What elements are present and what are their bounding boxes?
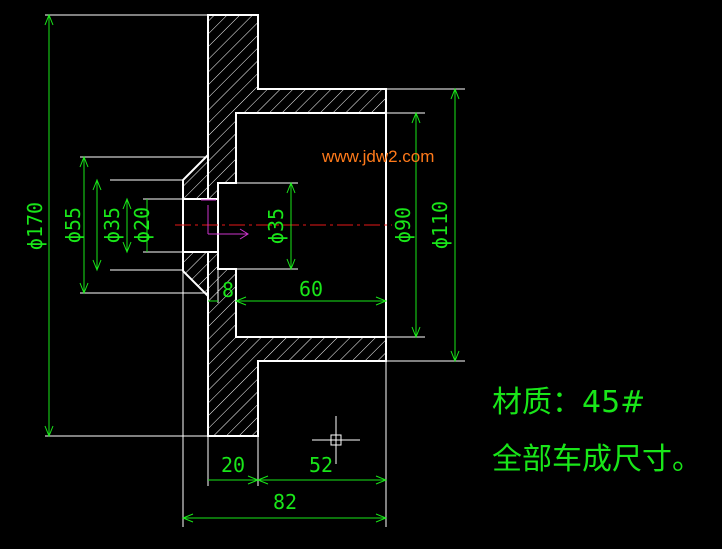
- watermark: www.jdw2.com: [321, 147, 434, 166]
- dim-diameter-110: ϕ110: [428, 201, 452, 249]
- dim-diameter-170: ϕ170: [23, 202, 47, 250]
- dim-length-52: 52: [309, 453, 333, 477]
- material-note: 材质：45#: [492, 385, 645, 420]
- crosshair-cursor-icon: [312, 416, 360, 464]
- dimension-lines: [44, 13, 460, 523]
- dim-length-8: 8: [222, 278, 234, 302]
- machining-note: 全部车成尺寸。: [492, 442, 702, 477]
- dim-length-82: 82: [273, 490, 297, 514]
- dim-diameter-90: ϕ90: [391, 207, 415, 243]
- dim-diameter-55: ϕ55: [61, 207, 85, 243]
- dim-diameter-35-inner: ϕ35: [264, 208, 288, 244]
- extension-lines: [45, 14, 465, 527]
- dim-length-20: 20: [221, 453, 245, 477]
- dim-length-60: 60: [299, 277, 323, 301]
- dim-diameter-20: ϕ20: [130, 207, 154, 243]
- section-arrow-icon: [201, 199, 249, 240]
- dim-diameter-35-left: ϕ35: [100, 207, 124, 243]
